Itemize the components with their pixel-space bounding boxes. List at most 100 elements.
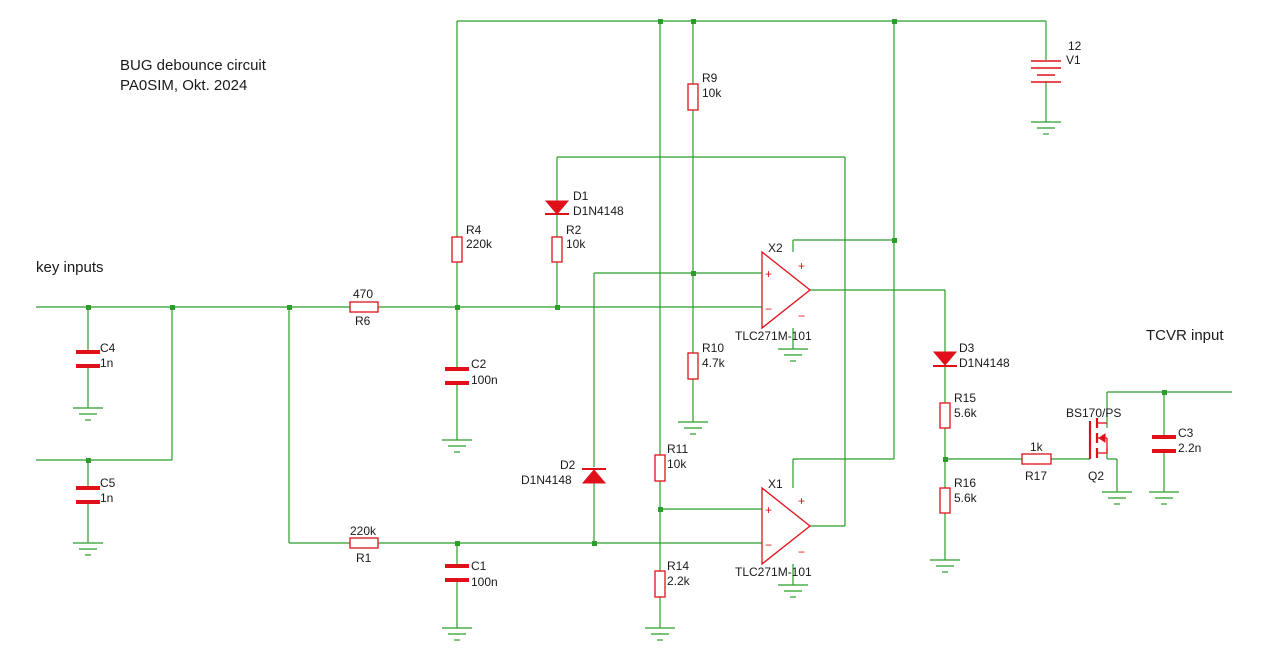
r15-name: R15 bbox=[954, 391, 976, 405]
d1-name: D1 bbox=[573, 189, 589, 203]
resistor-r15 bbox=[939, 402, 951, 429]
capacitor-c4 bbox=[76, 350, 100, 368]
v1-name: V1 bbox=[1066, 53, 1081, 67]
r17-name: R17 bbox=[1025, 469, 1047, 483]
title-line-2: PA0SIM, Okt. 2024 bbox=[120, 77, 247, 94]
opamp-x2: + − + − bbox=[761, 250, 812, 330]
ground-x1 bbox=[778, 584, 808, 598]
c2-value: 100n bbox=[471, 373, 498, 387]
c4-value: 1n bbox=[100, 356, 113, 370]
c5-value: 1n bbox=[100, 491, 113, 505]
x2-vplus-pin: + bbox=[798, 259, 805, 273]
resistor-r16 bbox=[939, 487, 951, 514]
resistor-r10 bbox=[687, 352, 699, 380]
key-inputs-label: key inputs bbox=[36, 259, 104, 276]
resistor-r2 bbox=[551, 236, 563, 263]
x1-plus-pin: + bbox=[765, 503, 772, 517]
c5-name: C5 bbox=[100, 476, 116, 490]
r15-value: 5.6k bbox=[954, 406, 978, 420]
ground-r14 bbox=[645, 627, 675, 641]
r11-value: 10k bbox=[667, 457, 687, 471]
resistor-r11 bbox=[654, 454, 666, 482]
opamp-x1: + − + − bbox=[761, 486, 812, 566]
component-labels: C4 1n C5 1n 470 R6 220k R1 R4 220k C2 10… bbox=[100, 39, 1201, 589]
d3-name: D3 bbox=[959, 341, 975, 355]
diode-d2 bbox=[581, 468, 607, 484]
resistor-r1 bbox=[349, 537, 379, 549]
diode-d3 bbox=[932, 351, 958, 367]
r2-name: R2 bbox=[566, 223, 582, 237]
r11-name: R11 bbox=[667, 442, 688, 456]
diode-d1 bbox=[544, 200, 570, 215]
tcvr-input-label: TCVR input bbox=[1146, 327, 1224, 344]
x2-value: TLC271M-101 bbox=[735, 329, 812, 343]
ground-v1 bbox=[1031, 121, 1061, 135]
v1-value: 12 bbox=[1068, 39, 1082, 53]
r16-name: R16 bbox=[954, 476, 976, 490]
title-line-1: BUG debounce circuit bbox=[120, 57, 267, 74]
title-block: BUG debounce circuit PA0SIM, Okt. 2024 bbox=[120, 57, 267, 94]
battery-v1 bbox=[1031, 60, 1061, 83]
resistor-r17 bbox=[1021, 453, 1052, 465]
c1-name: C1 bbox=[471, 559, 487, 573]
capacitor-c1 bbox=[445, 564, 469, 582]
r2-value: 10k bbox=[566, 237, 586, 251]
capacitor-c2 bbox=[445, 367, 469, 385]
ground-c5 bbox=[73, 542, 103, 556]
ground-r10 bbox=[678, 421, 708, 435]
r14-value: 2.2k bbox=[667, 574, 691, 588]
x2-minus-pin: − bbox=[765, 302, 772, 316]
d3-value: D1N4148 bbox=[959, 356, 1010, 370]
x1-vplus-pin: + bbox=[798, 494, 805, 508]
r10-name: R10 bbox=[702, 341, 724, 355]
r4-value: 220k bbox=[466, 237, 493, 251]
resistor-r4 bbox=[451, 236, 463, 263]
x1-name: X1 bbox=[768, 477, 783, 491]
c3-value: 2.2n bbox=[1178, 441, 1201, 455]
d1-value: D1N4148 bbox=[573, 204, 624, 218]
x1-vminus-pin: − bbox=[798, 545, 805, 559]
r6-name: R6 bbox=[355, 314, 371, 328]
ground-x2 bbox=[778, 348, 808, 362]
ground-c3 bbox=[1149, 491, 1179, 505]
capacitor-c3 bbox=[1152, 435, 1176, 453]
ground-c2 bbox=[442, 439, 472, 453]
r1-value: 220k bbox=[350, 524, 377, 538]
c1-value: 100n bbox=[471, 575, 498, 589]
c2-name: C2 bbox=[471, 357, 487, 371]
ground-c4 bbox=[73, 407, 103, 421]
r17-value: 1k bbox=[1030, 440, 1044, 454]
x1-value: TLC271M-101 bbox=[735, 565, 812, 579]
ground-c1 bbox=[442, 627, 472, 641]
mosfet-q2 bbox=[1088, 418, 1108, 459]
x1-minus-pin: − bbox=[765, 538, 772, 552]
r9-name: R9 bbox=[702, 71, 718, 85]
c3-name: C3 bbox=[1178, 426, 1194, 440]
r10-value: 4.7k bbox=[702, 356, 726, 370]
c4-name: C4 bbox=[100, 341, 116, 355]
capacitor-c5 bbox=[76, 486, 100, 504]
q2-value: BS170/PS bbox=[1066, 406, 1121, 420]
ground-q2 bbox=[1102, 491, 1132, 505]
r16-value: 5.6k bbox=[954, 491, 978, 505]
d2-value: D1N4148 bbox=[521, 473, 572, 487]
resistor-r9 bbox=[687, 83, 699, 111]
x2-name: X2 bbox=[768, 241, 783, 255]
d2-name: D2 bbox=[560, 458, 576, 472]
junction-dots bbox=[86, 19, 1167, 546]
r6-value: 470 bbox=[353, 287, 373, 301]
ground-r16 bbox=[930, 559, 960, 573]
ground-symbols bbox=[73, 121, 1179, 641]
x2-plus-pin: + bbox=[765, 267, 772, 281]
r1-name: R1 bbox=[356, 551, 372, 565]
q2-name: Q2 bbox=[1088, 469, 1104, 483]
resistor-r14 bbox=[654, 570, 666, 598]
r4-name: R4 bbox=[466, 223, 482, 237]
r9-value: 10k bbox=[702, 86, 722, 100]
x2-vminus-pin: − bbox=[798, 309, 805, 323]
resistor-r6 bbox=[349, 301, 379, 313]
wires bbox=[36, 20, 1232, 628]
r14-name: R14 bbox=[667, 559, 689, 573]
